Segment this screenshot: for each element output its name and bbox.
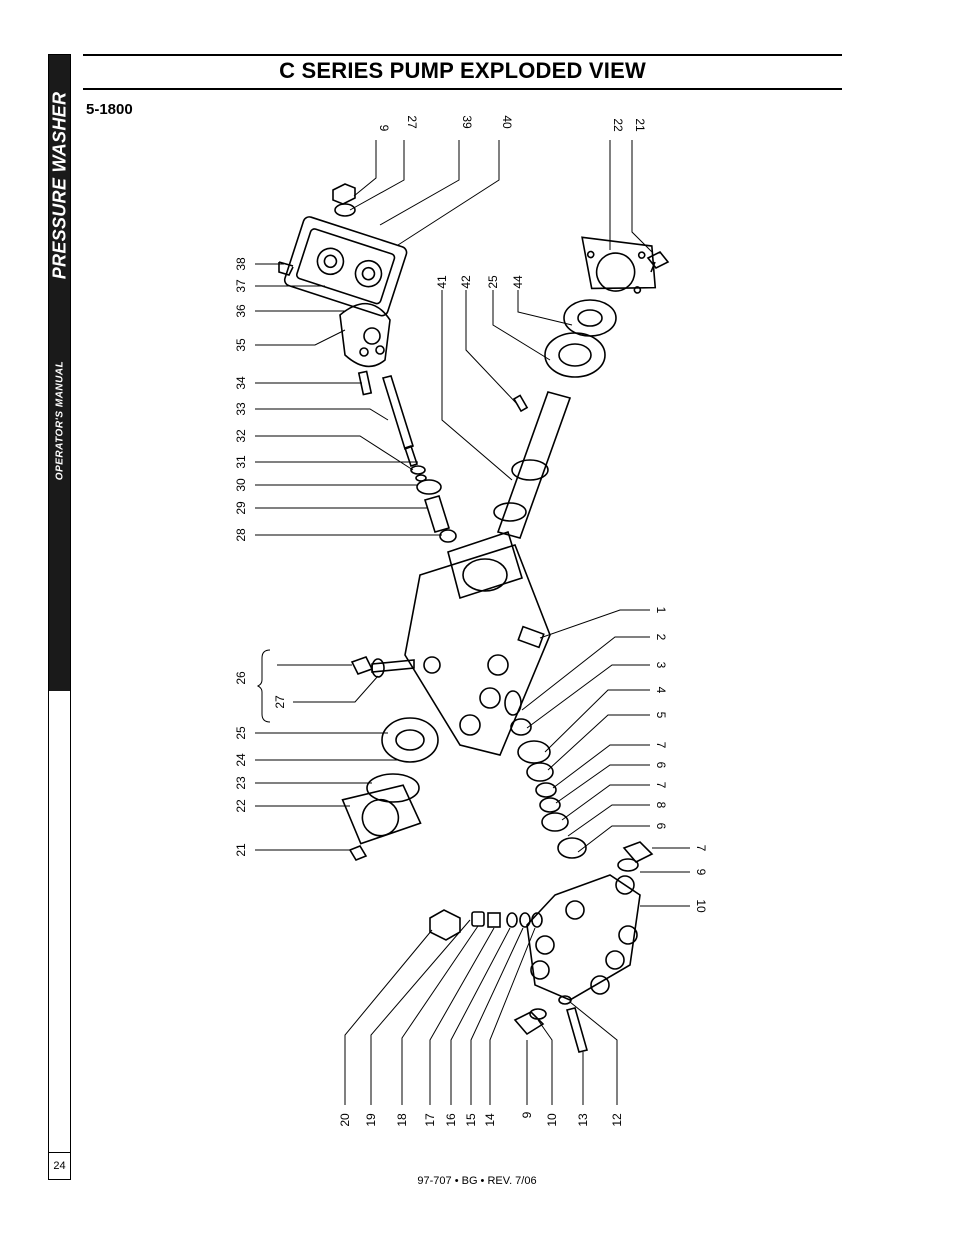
callout-label: 32 [234,429,248,443]
callout-label: 16 [444,1113,458,1127]
callout-label: 34 [234,376,248,390]
pump-housing [404,530,551,756]
callout-label: 13 [576,1113,590,1127]
crankshaft [493,391,572,539]
callout-label: 33 [234,402,248,416]
callout-label: 6 [654,823,668,830]
callout-label: 25 [234,726,248,740]
callout-label: 24 [234,753,248,767]
callout-label: 15 [464,1113,478,1127]
callout-label: 5 [654,712,668,719]
callout-label: 18 [395,1113,409,1127]
callout-label: 8 [654,802,668,809]
sidebar-tab: PRESSURE WASHER OPERATOR'S MANUAL [49,55,70,691]
callout-labels: 9 27 39 40 22 21 38 37 36 35 34 33 32 31… [234,115,708,1126]
callout-label: 10 [545,1113,559,1127]
bearing-cover-top [581,236,657,294]
callout-label: 22 [234,799,248,813]
callout-label: 44 [511,275,525,289]
cover-plate [283,216,408,317]
callout-label: 4 [654,687,668,694]
header-rule-top [83,54,842,56]
callout-label: 38 [234,257,248,271]
callout-label: 27 [273,695,287,709]
sidebar: PRESSURE WASHER OPERATOR'S MANUAL 24 [48,54,71,1180]
callout-label: 31 [234,455,248,469]
callout-label: 6 [654,762,668,769]
page-title: C SERIES PUMP EXPLODED VIEW [279,58,646,83]
callout-label: 1 [654,607,668,614]
callout-label: 2 [654,634,668,641]
callout-label: 27 [405,115,419,129]
pump-parts [278,183,670,1053]
callout-label: 37 [234,279,248,293]
callout-label: 26 [234,671,248,685]
callout-label: 23 [234,776,248,790]
callout-label: 21 [234,843,248,857]
callout-label: 12 [610,1113,624,1127]
manifold [526,874,641,1001]
callout-label: 29 [234,501,248,515]
leader-lines [255,140,690,1105]
callout-label: 9 [694,869,708,876]
callout-label: 7 [694,845,708,852]
callout-label: 28 [234,528,248,542]
header-rule-bottom [83,88,842,90]
callout-label: 41 [435,275,449,289]
callout-label: 42 [459,275,473,289]
callout-label: 19 [364,1113,378,1127]
callout-label: 20 [338,1113,352,1127]
callout-label: 10 [694,899,708,913]
callout-label: 25 [486,275,500,289]
callout-label: 3 [654,662,668,669]
connecting-rod [339,302,391,368]
document-code: 97-707 • BG • REV. 7/06 [417,1175,537,1187]
callout-label: 21 [633,118,647,132]
callout-label: 39 [460,115,474,129]
callout-label: 7 [654,742,668,749]
callout-label: 35 [234,338,248,352]
callout-label: 17 [423,1113,437,1127]
callout-label: 40 [500,115,514,129]
page-number: 24 [49,1152,70,1179]
callout-label: 7 [654,782,668,789]
callout-label: 30 [234,478,248,492]
callout-label: 9 [377,125,391,132]
model-number: 5-1800 [86,101,133,118]
callout-label: 36 [234,304,248,318]
callout-label: 14 [483,1113,497,1127]
callout-label: 22 [611,118,625,132]
callout-label: 9 [520,1111,534,1118]
bearing-cover-bottom [341,784,422,845]
